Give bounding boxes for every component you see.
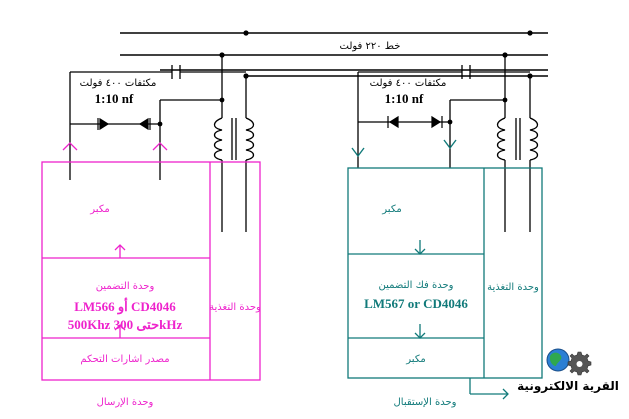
- arrow-down-icon: [414, 332, 426, 339]
- diode-icon: [138, 117, 149, 131]
- tx-transformer-icon: [213, 117, 255, 161]
- junction-dot: [243, 30, 249, 36]
- tx-freq-line: 500Khz حتى 300kHz: [68, 317, 183, 332]
- gear-hole: [576, 361, 583, 367]
- arrow-down-icon: [351, 147, 365, 158]
- junction-dot: [219, 97, 225, 103]
- logo: القرية الالكترونية: [517, 348, 619, 394]
- coil-left: [496, 117, 506, 161]
- arrow-down-icon: [443, 139, 457, 150]
- tx-diodes: [97, 117, 151, 131]
- receiver-unit: [347, 167, 543, 400]
- tx-power-unit-label: وحدة التغذية: [209, 302, 261, 313]
- diode-icon: [431, 115, 442, 129]
- tx-capacitors-label: مكثفات ٤٠٠ فولت: [80, 78, 157, 89]
- arrow-up-icon: [152, 142, 168, 151]
- receiver-coupling: [357, 55, 531, 232]
- rx-transformer-icon: [496, 117, 539, 161]
- arrow-right-icon: [502, 388, 509, 400]
- rx-ic-line: LM567 or CD4046: [364, 296, 468, 311]
- rx-unit-caption: وحدة الإستقبال: [394, 397, 457, 408]
- rx-input-arrows: [351, 139, 457, 158]
- coil-right: [245, 117, 255, 161]
- tx-modulator-label: وحدة التضمين: [96, 281, 155, 292]
- rx-capacitors-label: مكثفات ٤٠٠ فولت: [370, 78, 447, 89]
- rx-power-unit-label: وحدة التغذية: [487, 282, 539, 293]
- rx-output-amplifier-label: مكبر: [405, 354, 425, 365]
- power-line-bus: [120, 32, 548, 77]
- coil-right: [529, 117, 539, 161]
- arrow-up-icon: [62, 142, 78, 151]
- tx-ic-line: LM566 أو CD4046: [74, 298, 176, 315]
- tx-control-source-label: مصدر اشارات التحكم: [80, 354, 169, 365]
- tx-capacitor-value: 1:10 nf: [95, 91, 134, 106]
- rx-outer-box: [347, 167, 543, 379]
- rx-amplifier-label: مكبر: [381, 204, 401, 215]
- diode-icon: [99, 117, 110, 131]
- junction-dot: [527, 30, 533, 36]
- power-line-label: خط ٢٢٠ فولت: [340, 41, 401, 52]
- globe-land: [549, 352, 562, 366]
- coil-left: [213, 117, 223, 161]
- tx-outer-box: [41, 161, 261, 381]
- arrow-down-icon: [414, 248, 426, 255]
- tx-unit-caption: وحدة الإرسال: [97, 397, 154, 408]
- arrow-up-icon: [114, 324, 126, 331]
- transmitter-coupling: [69, 55, 247, 232]
- transmitter-unit: [41, 161, 261, 381]
- junction-dot: [502, 97, 508, 103]
- tx-amplifier-label: مكبر: [89, 204, 109, 215]
- junction-dot: [447, 119, 453, 125]
- arrow-up-icon: [114, 244, 126, 251]
- junction-dot: [157, 121, 163, 127]
- rx-diodes: [387, 115, 443, 129]
- rx-demodulator-label: وحدة فك التضمين: [379, 280, 454, 291]
- logo-text: القرية الالكترونية: [517, 379, 619, 394]
- tx-input-arrows: [62, 142, 168, 151]
- rx-capacitor-value: 1:10 nf: [385, 91, 424, 106]
- diode-icon: [388, 115, 399, 129]
